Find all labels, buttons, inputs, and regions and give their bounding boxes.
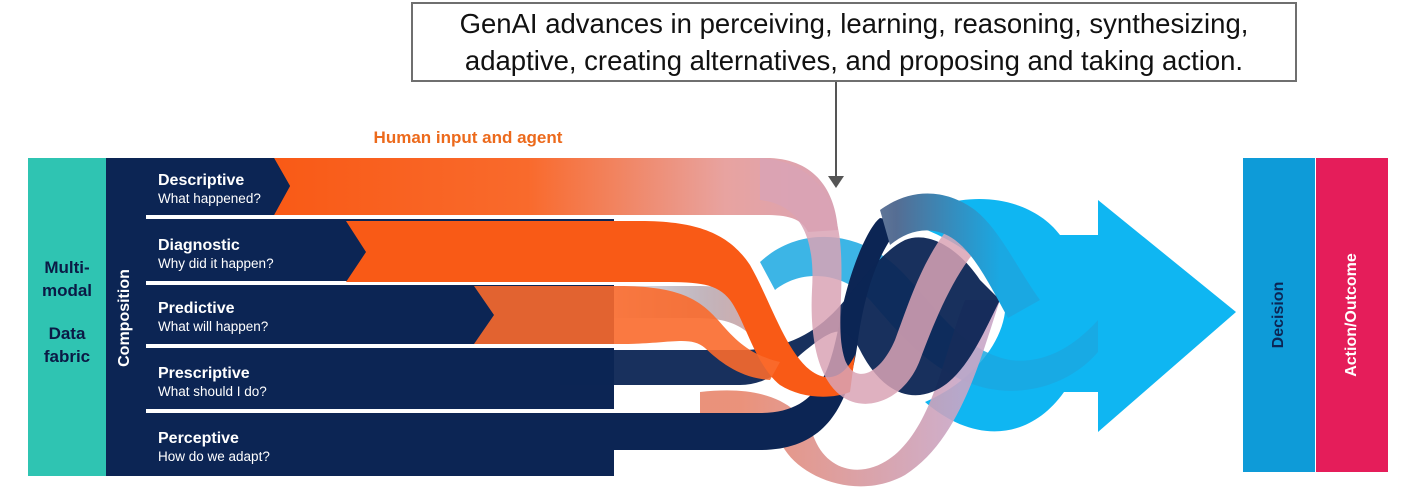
data-fabric-line: modal [41,281,93,300]
data-fabric-label: Multi- modal Data fabric [28,256,106,368]
data-fabric-line: Multi- [44,258,90,277]
row-subtitle: Why did it happen? [158,256,274,271]
row-prescriptive: Prescriptive What should I do? [158,364,267,400]
row-title: Perceptive [158,430,239,447]
row-subtitle: What should I do? [158,384,267,399]
row-divider [146,409,616,413]
callout-line-2: adaptive, creating alternatives, and pro… [464,45,1244,76]
row-divider [146,215,616,219]
descriptive-chevron [274,158,290,215]
action-outcome-label: Action/Outcome [1343,253,1360,377]
mauve-flow-ribbon [760,158,985,404]
orange-flow-band [474,286,780,380]
decision-label: Decision [1270,281,1287,349]
row-title: Prescriptive [158,365,250,382]
data-fabric-line: fabric [43,347,91,366]
slate-flow-ribbon [880,193,1040,318]
row-divider [146,344,616,348]
row-predictive: Predictive What will happen? [158,299,268,335]
callout-pointer-arrowhead [828,176,844,188]
pink-flow-band [700,300,1000,487]
row-divider [146,281,616,285]
row-subtitle: What happened? [158,191,261,206]
row-subtitle: What will happen? [158,319,269,334]
data-fabric-panel [28,158,106,476]
row-title: Descriptive [158,172,245,189]
callout-line-1: GenAI advances in perceiving, learning, … [459,8,1249,39]
composition-label: Composition [116,269,133,367]
row-title: Diagnostic [158,237,240,254]
orange-flow-band [274,158,838,232]
row-descriptive: Descriptive What happened? [158,171,261,207]
orange-flow-band [346,221,855,397]
row-title: Predictive [158,300,235,317]
row-diagnostic: Diagnostic Why did it happen? [158,236,274,272]
human-input-label: Human input and agent [373,128,563,147]
action-outcome-box: Action/Outcome [1316,158,1388,472]
data-fabric-line: Data [48,324,86,343]
decision-box: Decision [1243,158,1315,472]
row-perceptive: Perceptive How do we adapt? [158,429,270,465]
row-subtitle: How do we adapt? [158,449,270,464]
genai-callout-box: GenAI advances in perceiving, learning, … [411,2,1297,82]
